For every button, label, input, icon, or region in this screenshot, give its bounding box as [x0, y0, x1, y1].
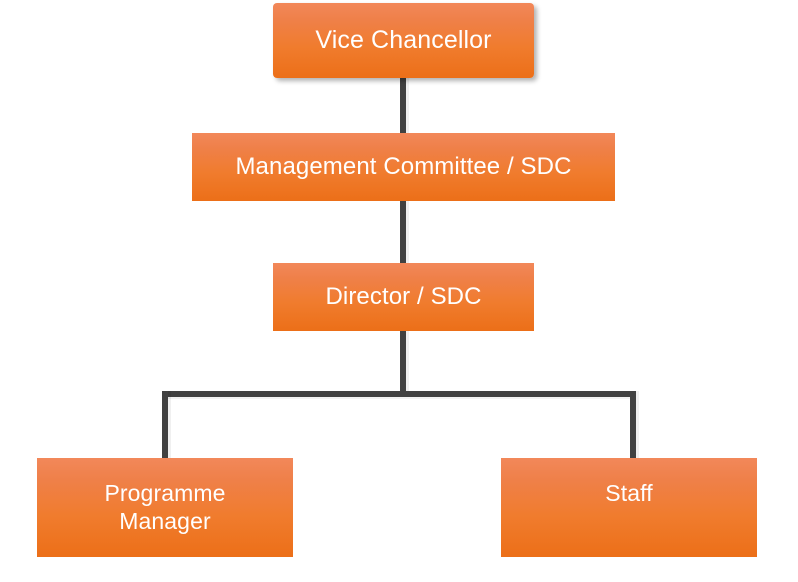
- node-director[interactable]: Director / SDC: [273, 263, 534, 331]
- connector-bus-to-programme-manager: [162, 391, 171, 461]
- connector-management-committee-to-director: [400, 199, 409, 265]
- connector-horizontal-bus: [162, 391, 636, 399]
- node-staff[interactable]: Staff: [501, 458, 757, 557]
- node-programme-manager[interactable]: Programme Manager: [37, 458, 293, 557]
- node-vice-chancellor-label: Vice Chancellor: [315, 25, 492, 54]
- node-programme-manager-label: Programme Manager: [104, 480, 226, 534]
- connector-bus-to-staff: [630, 391, 639, 461]
- node-vice-chancellor[interactable]: Vice Chancellor: [273, 3, 534, 78]
- node-director-label: Director / SDC: [325, 282, 482, 310]
- node-management-committee[interactable]: Management Committee / SDC: [192, 133, 615, 201]
- connector-director-stem: [400, 329, 409, 397]
- connector-vice-chancellor-to-management-committee: [400, 77, 409, 135]
- node-staff-label: Staff: [605, 480, 653, 506]
- node-management-committee-label: Management Committee / SDC: [235, 152, 572, 180]
